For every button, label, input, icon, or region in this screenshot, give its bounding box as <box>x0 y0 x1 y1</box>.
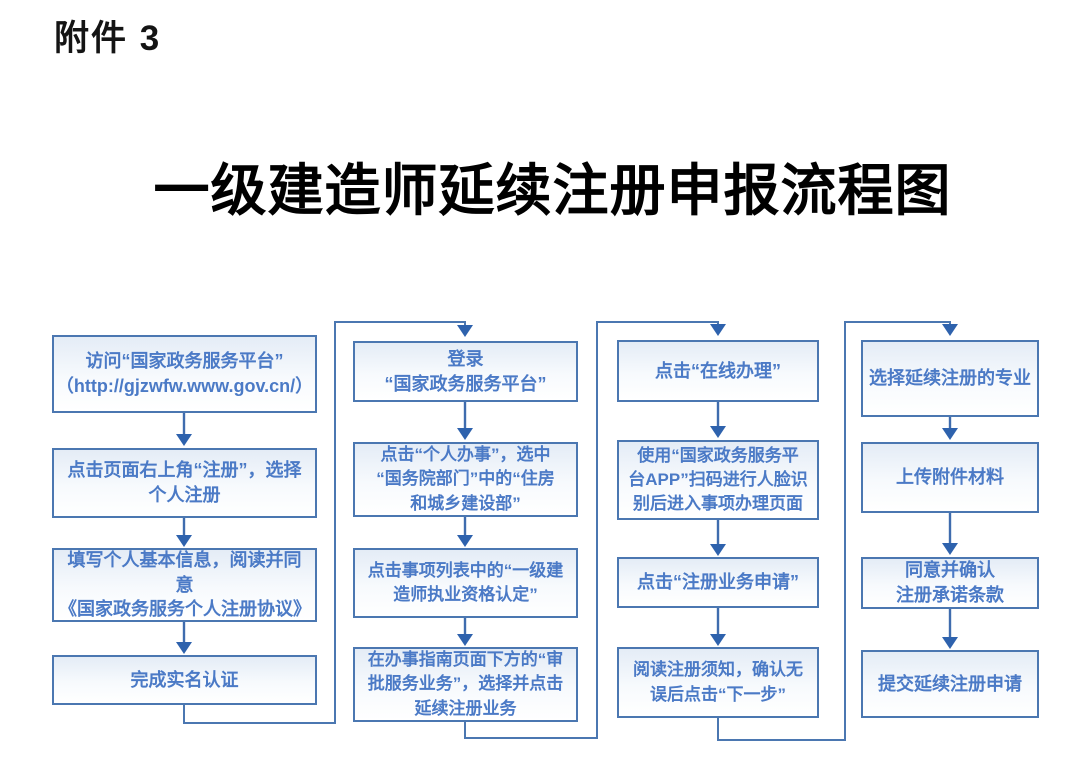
flow-step-c1-fill-info: 填写个人基本信息，阅读并同意 《国家政务服务个人注册协议》 <box>52 548 317 622</box>
flow-step-c2-item-list: 点击事项列表中的“一级建 造师执业资格认定” <box>353 548 578 618</box>
flow-step-c3-online-handle: 点击“在线办理” <box>617 340 819 402</box>
flow-step-c4-confirm-terms: 同意并确认 注册承诺条款 <box>861 557 1039 609</box>
flow-step-c1-click-register: 点击页面右上角“注册”，选择 个人注册 <box>52 448 317 518</box>
flow-step-c1-visit-platform: 访问“国家政务服务平台” （http://gjzwfw.www.gov.cn/） <box>52 335 317 413</box>
flow-step-c4-submit-apply: 提交延续注册申请 <box>861 650 1039 718</box>
flow-step-c2-login: 登录 “国家政务服务平台” <box>353 341 578 402</box>
flow-step-c4-upload-files: 上传附件材料 <box>861 442 1039 513</box>
flow-step-c2-approval-service: 在办事指南页面下方的“审 批服务业务”，选择并点击 延续注册业务 <box>353 647 578 722</box>
flow-step-c3-read-notice: 阅读注册须知，确认无 误后点击“下一步” <box>617 647 819 718</box>
page-title: 一级建造师延续注册申报流程图 <box>153 161 952 223</box>
flow-step-c1-realname-auth: 完成实名认证 <box>52 655 317 705</box>
flow-step-c2-personal-affairs: 点击“个人办事”，选中 “国务院部门”中的“住房 和城乡建设部” <box>353 442 578 517</box>
flow-step-c3-app-face-scan: 使用“国家政务服务平 台APP”扫码进行人脸识 别后进入事项办理页面 <box>617 440 819 520</box>
attachment-label: 附件 3 <box>54 19 162 58</box>
flow-step-c4-choose-major: 选择延续注册的专业 <box>861 340 1039 417</box>
flow-step-c3-register-apply: 点击“注册业务申请” <box>617 557 819 608</box>
